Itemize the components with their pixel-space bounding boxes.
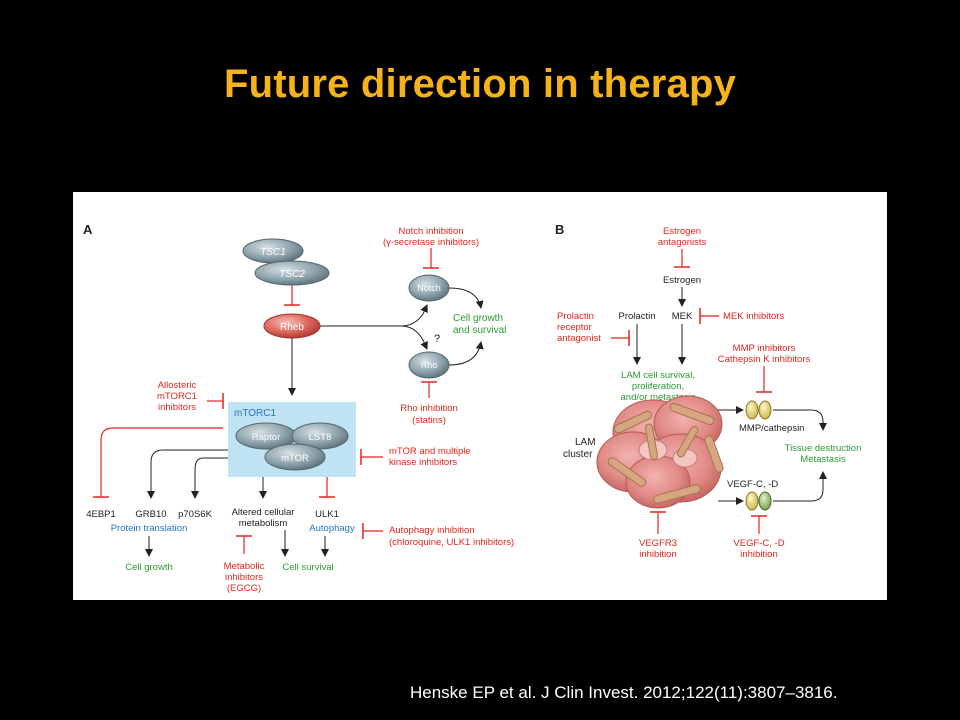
vegf-to-tissue-arrow [773, 471, 827, 502]
vegfr3-inhibition-label: VEGFR3 [639, 538, 677, 549]
mmp-cathepsin-label: MMP/cathepsin [739, 423, 804, 434]
vegf-cd-label: VEGF-C, -D [727, 479, 778, 490]
vegf-oval-2 [758, 491, 772, 511]
rho-label: Rho [421, 360, 438, 370]
slide-title: Future direction in therapy [223, 62, 737, 106]
cell-growth-survival-label-2: and survival [453, 325, 506, 336]
vegf-inhibition-label: VEGF-C, -D [733, 538, 784, 549]
rho-to-growth-arrow [448, 341, 484, 366]
mtor-label: mTOR [281, 453, 309, 464]
question-mark: ? [434, 333, 440, 345]
citation: Henske EP et al. J Clin Invest. 2012;122… [410, 683, 838, 702]
lam-cluster-label: LAM [575, 437, 596, 448]
cell-survival-label: Cell survival [282, 562, 333, 573]
estrogen-antagonists-label: Estrogen [663, 226, 701, 237]
rheb-to-notch-arrow [320, 304, 428, 327]
raptor-label: Raptor [252, 432, 281, 443]
rho-inhibition-label: Rho inhibition [400, 403, 458, 414]
notch-label: Notch [417, 283, 441, 293]
mmp-inhibitors-label-2: Cathepsin K inhibitors [718, 354, 811, 365]
autophagy-inhibition-label-2: (chloroquine, ULK1 inhibitors) [389, 537, 514, 548]
vegf-oval-1 [745, 491, 759, 511]
vegf-inhibition-label-2: inhibition [740, 549, 778, 560]
mtorc1-to-grb10-arrow [147, 449, 228, 499]
panel-a-label: A [83, 222, 93, 237]
mek-label: MEK [672, 311, 693, 322]
protein-translation-label: Protein translation [111, 523, 188, 534]
metabolic-inhibitors-label-3: (EGCG) [227, 583, 261, 594]
autophagy-label: Autophagy [309, 523, 355, 534]
tissue-destruction-label: Tissue destruction [785, 443, 862, 454]
lam-cluster-illustration [596, 395, 724, 509]
allosteric-label: Allosteric [158, 380, 197, 391]
mmp-inhibitors-label: MMP inhibitors [733, 343, 796, 354]
mmp-to-tissue-arrow [773, 409, 827, 431]
tissue-destruction-label-2: Metastasis [800, 454, 846, 465]
metabolic-inhibitors-label: Metabolic [224, 561, 265, 572]
lst8-label: LST8 [309, 432, 332, 443]
allosteric-label-3: inhibitors [158, 402, 196, 413]
altered-metabolism-label-2: metabolism [239, 518, 288, 529]
mtor-multiple-label-2: kinase inhibitors [389, 457, 457, 468]
panel-b-label: B [555, 222, 564, 237]
lam-survival-label-2: proliferation, [632, 381, 684, 392]
prolactin-antagonist-label-3: antagonist [557, 333, 601, 344]
prolactin-label: Prolactin [619, 311, 656, 322]
4ebp1-label: 4EBP1 [86, 509, 116, 520]
altered-metabolism-label: Altered cellular [232, 507, 295, 518]
pathway-diagram: A TSC1 TSC2 Rheb ? Notch inhibition (γ-s… [83, 222, 862, 594]
mek-inhibitors-label: MEK inhibitors [723, 311, 784, 322]
allosteric-to-4ebp1-line [100, 427, 223, 497]
estrogen-label: Estrogen [663, 275, 701, 286]
mtorc1-to-p70s6k-arrow [191, 457, 228, 499]
notch-inhibition-label: Notch inhibition [399, 226, 464, 237]
prolactin-antagonist-label-2: receptor [557, 322, 592, 333]
lam-survival-label-3: and/or metastasis [621, 392, 696, 403]
prolactin-antagonist-label: Prolactin [557, 311, 594, 322]
estrogen-antagonists-label-2: antagonists [658, 237, 707, 248]
vegfr3-inhibition-label-2: inhibition [639, 549, 677, 560]
notch-to-growth-arrow [448, 287, 484, 309]
rheb-to-rho-arrow [400, 325, 428, 350]
grb10-label: GRB10 [135, 509, 166, 520]
autophagy-inhibition-label: Autophagy inhibition [389, 525, 475, 536]
notch-inhibition-label-2: (γ-secretase inhibitors) [383, 237, 479, 248]
mmp-oval-1 [745, 400, 759, 420]
tsc1-label: TSC1 [260, 247, 286, 258]
rheb-label: Rheb [280, 322, 304, 333]
ulk1-label: ULK1 [315, 509, 339, 520]
allosteric-label-2: mTORC1 [157, 391, 197, 402]
metabolic-inhibitors-label-2: inhibitors [225, 572, 263, 583]
lam-cluster-label-2: cluster [563, 449, 593, 460]
mmp-oval-2 [758, 400, 772, 420]
mtorc1-title: mTORC1 [234, 408, 276, 419]
cell-growth-label: Cell growth [125, 562, 173, 573]
mtor-multiple-label: mTOR and multiple [389, 446, 471, 457]
cell-growth-survival-label: Cell growth [453, 313, 503, 324]
mtor-node [264, 443, 326, 471]
rho-inhibition-label-2: (statins) [412, 415, 446, 426]
lam-survival-label: LAM cell survival, [621, 370, 695, 381]
p70s6k-label: p70S6K [178, 509, 212, 520]
tsc2-label: TSC2 [279, 269, 305, 280]
pathway-figure: A TSC1 TSC2 Rheb ? Notch inhibition (γ-s… [73, 192, 887, 600]
lst8-node [291, 422, 349, 450]
